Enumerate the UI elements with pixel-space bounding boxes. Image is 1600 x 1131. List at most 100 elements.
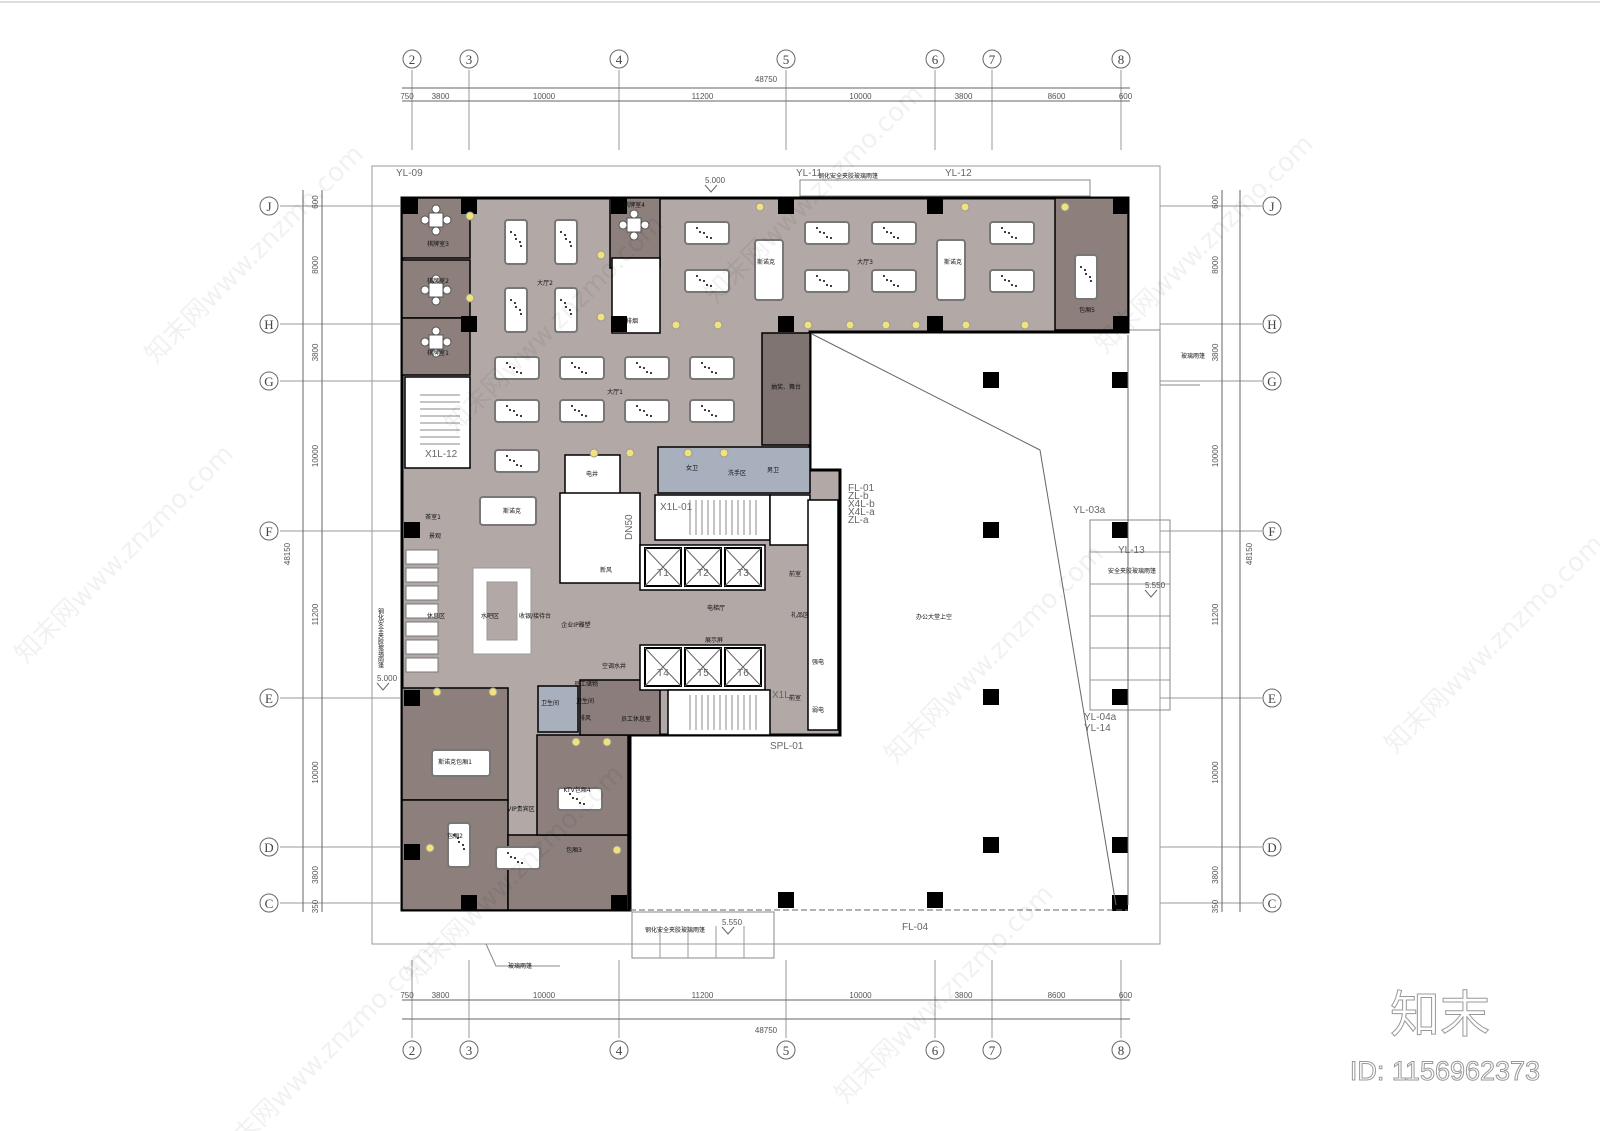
billiard-table [557,787,603,811]
axis-label-G: G [1267,374,1276,389]
billiard-ball [1080,266,1082,268]
structural-column [611,895,627,911]
label-rest: 休息区 [427,612,445,620]
billiard-ball [515,306,517,308]
axis-bubble [259,688,279,708]
billiard-ball [515,238,517,240]
elevator-label: T5 [697,668,709,679]
billiard-ball [650,415,652,417]
billiard-ball [710,237,712,239]
axis-bubble [459,1040,479,1060]
billiard-ball [574,409,576,411]
structural-column [778,892,794,908]
snooker-table [754,239,784,301]
billiard-ball [699,279,701,281]
tag-dn50: DN50 [624,514,635,540]
lounge-sofa [405,621,439,637]
level-mark: 5.000 [705,176,726,185]
chair [629,231,639,241]
card-table [428,334,444,350]
structural-column [611,198,627,214]
level-triangle-icon [1144,589,1158,598]
billiard-ball [463,848,465,850]
billiard-ball [453,834,455,836]
billiard-ball [650,372,652,374]
label-landscape: 景观 [429,533,441,540]
label-snooker-box1: 斯诺克包厢1 [438,758,472,766]
billiard-table [554,287,578,333]
tag-label: YL-04a [1084,712,1117,723]
dimension-segment: 8000 [1211,256,1220,274]
billiard-ball [708,410,710,412]
structural-column [1112,689,1128,705]
billiard-ball [581,371,583,373]
structural-column [983,837,999,853]
billiard-table [624,399,670,423]
billiard-ball [826,284,828,286]
billiard-ball [639,366,641,368]
elevator-cross [644,647,682,687]
billiard-ball [711,414,713,416]
lamp-icon [465,211,475,221]
billiard-ball [893,236,895,238]
label-sculpture: 企业IP雕塑 [561,621,590,629]
billiard-ball [583,803,585,805]
elevator-label: T2 [697,568,709,579]
axis-bubble [459,49,479,69]
room-fresh-air [769,494,811,546]
dimension-segment: 3800 [432,92,450,101]
billiard-ball [506,405,508,407]
billiard-table [624,356,670,380]
billiard-ball [830,237,832,239]
axis-bubble [609,49,629,69]
label-ac-shaft: 空调水井 [602,662,626,670]
label-card2: 棋牌室2 [427,277,449,285]
canopy-bottom [631,911,775,959]
level-triangle-icon [721,926,735,935]
elevator-cross [684,547,722,587]
billiard-ball [816,275,818,277]
stair-south [667,689,771,736]
billiard-ball [458,841,460,843]
tag-label: X1L-12 [425,449,458,460]
structural-column [927,198,943,214]
label-card3: 棋牌室3 [427,240,449,248]
chair [420,215,430,225]
chair [431,226,441,236]
billiard-ball [565,238,567,240]
axis-bubble [1262,371,1282,391]
lamp-icon [911,320,921,330]
dimension-segment: 11200 [311,603,320,625]
billiard-ball [1004,279,1006,281]
axis-label-D: D [1267,840,1276,855]
axis-bubble [1262,688,1282,708]
billiard-ball [513,367,515,369]
billiard-ball [520,245,522,247]
dimension-segment: 11200 [1211,603,1220,625]
billiard-ball [585,415,587,417]
label-hall3: 大厅3 [857,258,873,266]
dimension-segment: 3800 [1211,343,1220,361]
billiard-table [494,356,540,380]
watermark-text: 知末网www.znzmo.com [139,139,370,370]
axis-bubble [1262,521,1282,541]
billiard-table [871,269,917,293]
label-reception: 收银/接待台 [519,612,551,620]
tag-label: YL-09 [396,168,423,179]
axis-label-G: G [264,374,273,389]
level-triangle-icon [376,682,390,691]
dimension-total: 48150 [1245,542,1254,565]
lamp-icon [713,320,723,330]
billiard-ball [519,241,521,243]
chair [431,274,441,284]
card-table [428,212,444,228]
billiard-ball [1001,275,1003,277]
lamp-icon [432,687,442,697]
structural-column [404,690,420,706]
label-vip: VIP贵宾区 [507,805,535,813]
billiard-table [494,449,540,473]
lamp-icon [845,320,855,330]
label-canopy-top: 钢化安全夹胶玻璃雨篷 [818,172,878,180]
billiard-ball [1001,227,1003,229]
axis-bubble [609,1040,629,1060]
